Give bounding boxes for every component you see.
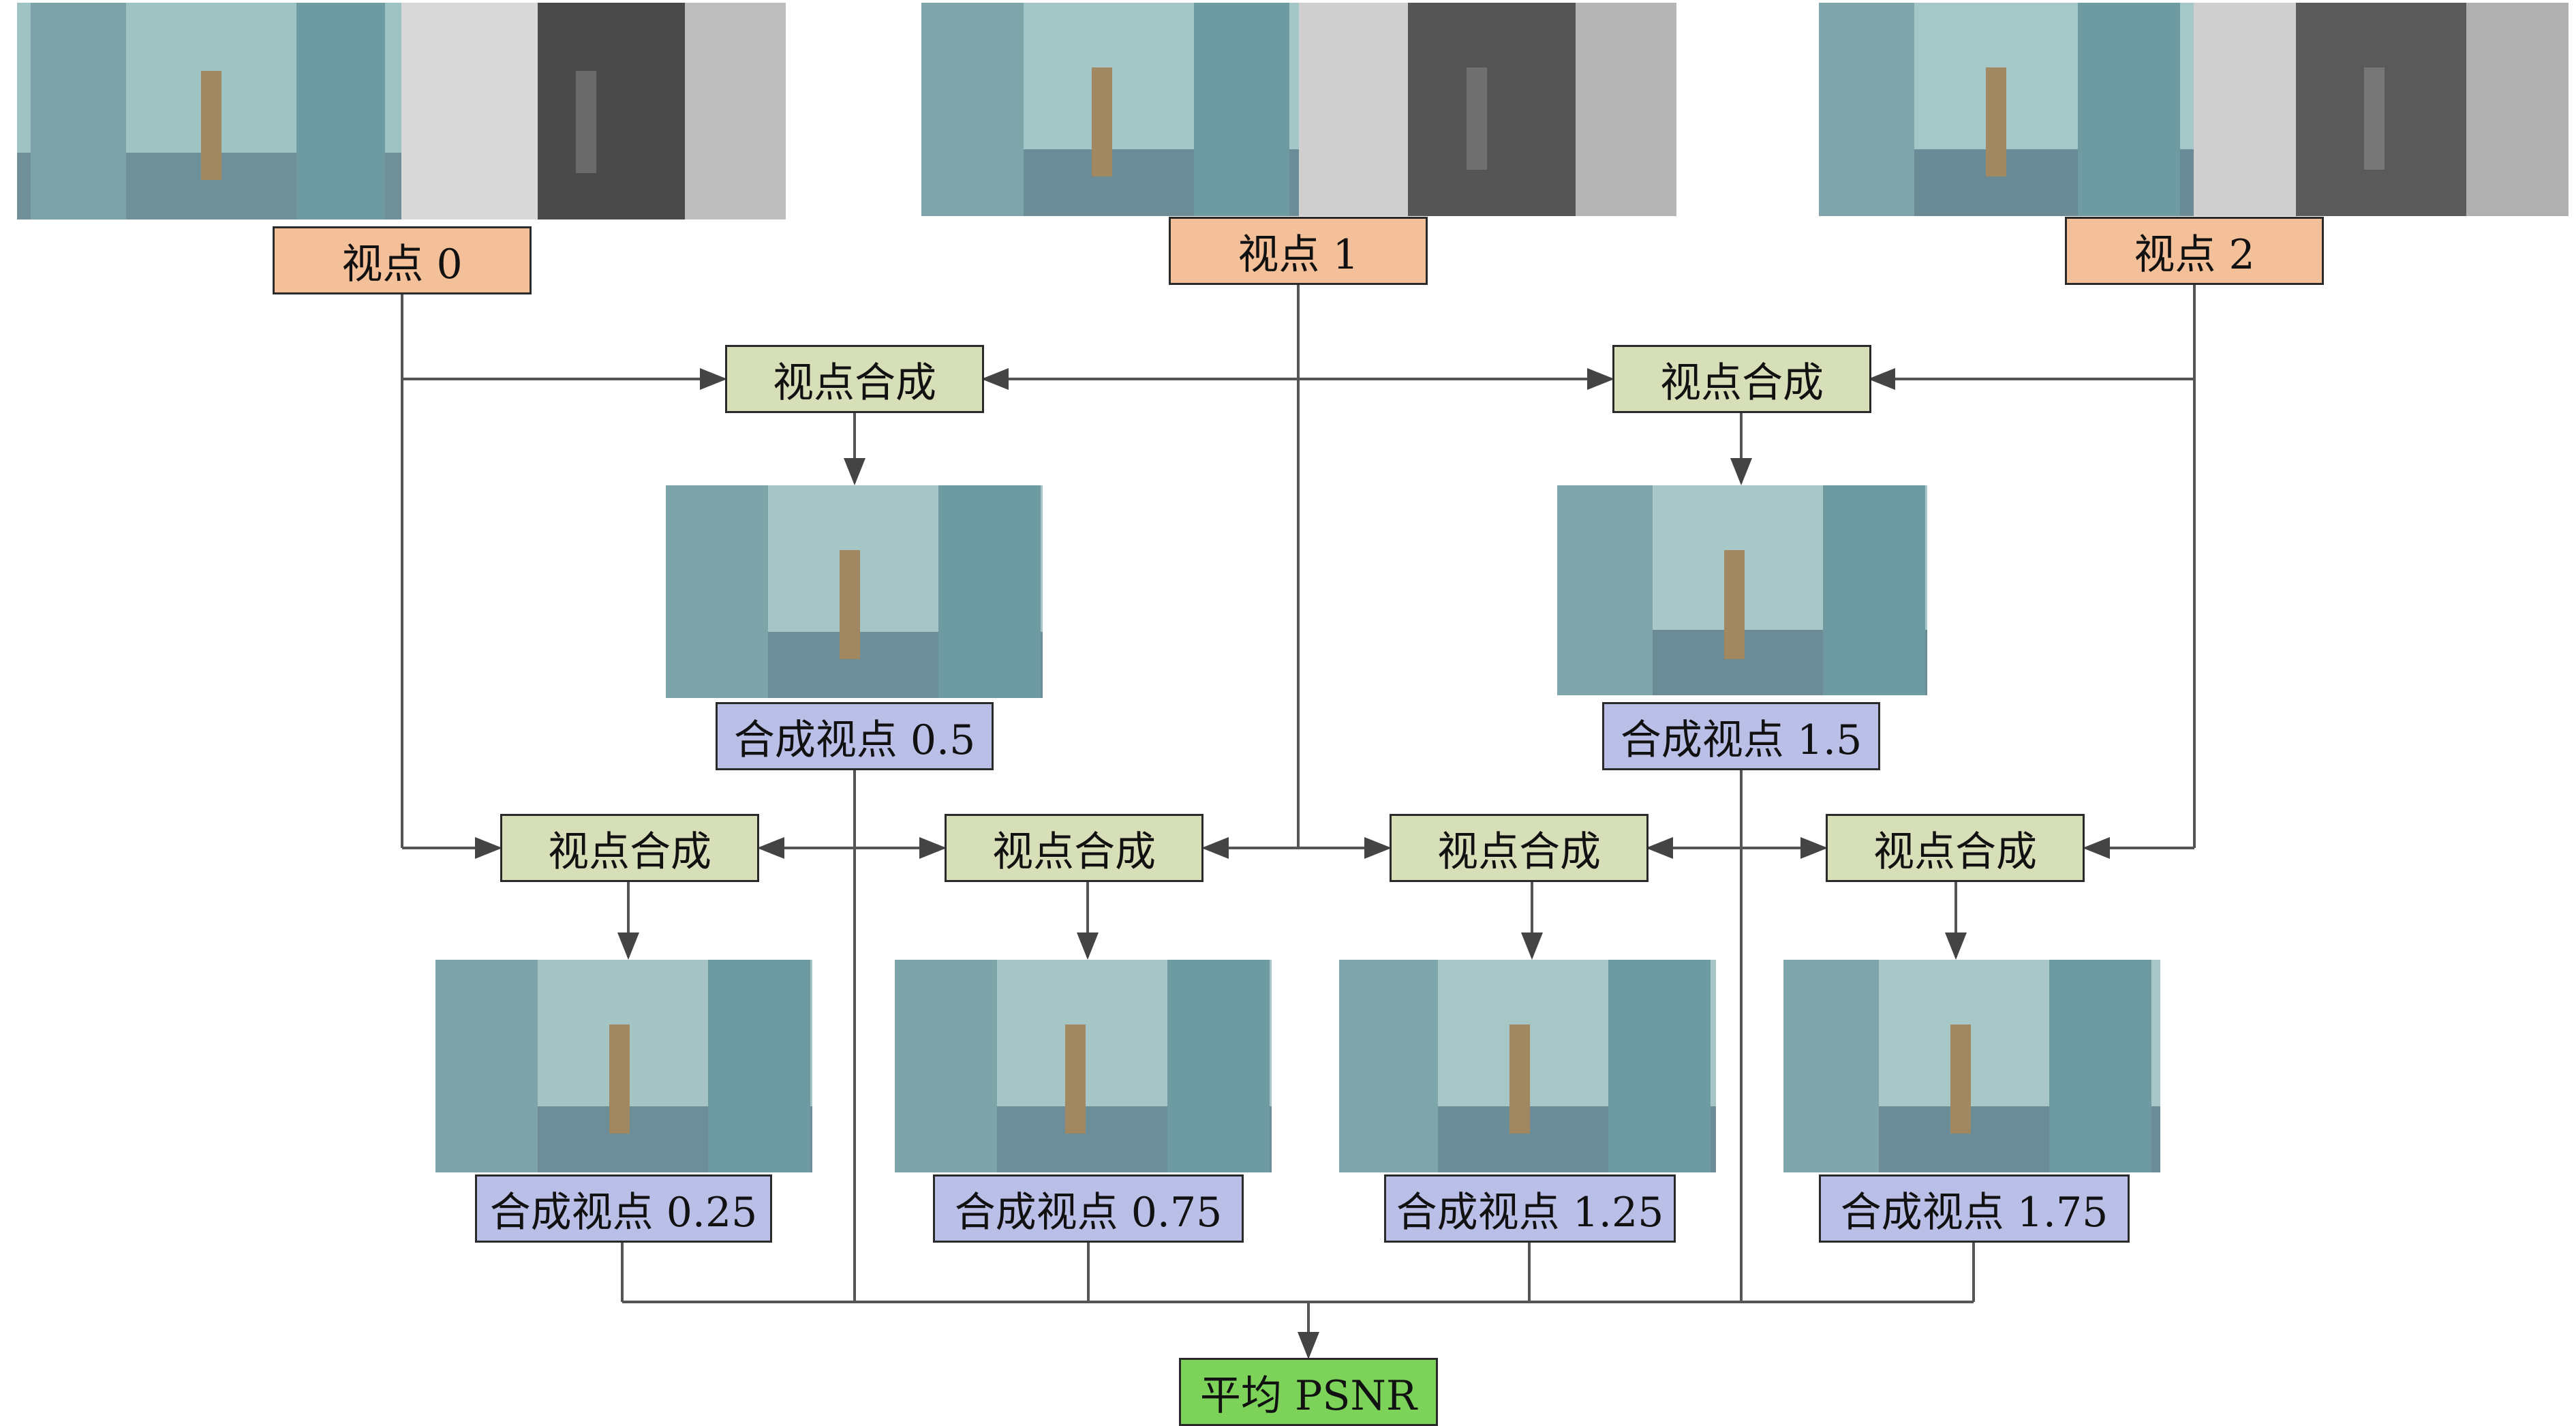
view-2-image	[1819, 3, 2569, 216]
synthesis-box-lower-1: 视点合成	[500, 814, 759, 882]
synth-view-1.5-image	[1557, 485, 1927, 695]
synth-view-1.75-image	[1783, 960, 2160, 1172]
synth-view-0.5-image	[666, 485, 1043, 698]
synth-view-0.75-label: 合成视点 0.75	[954, 1188, 1223, 1237]
synth-view-1.5-box: 合成视点 1.5	[1602, 702, 1880, 770]
synth-view-1.5-label: 合成视点 1.5	[1620, 716, 1862, 764]
synthesis-box-lower-2: 视点合成	[945, 814, 1203, 882]
synthesis-label: 视点合成	[1660, 359, 1824, 407]
synth-view-0.25-image	[435, 960, 812, 1172]
view-0-image	[17, 3, 786, 219]
synthesis-box-lower-3: 视点合成	[1390, 814, 1649, 882]
view-1-box: 视点 1	[1169, 217, 1428, 285]
synth-view-0.5-label: 合成视点 0.5	[733, 716, 976, 764]
synth-view-0.75-image	[895, 960, 1272, 1172]
average-psnr-box: 平均 PSNR	[1179, 1358, 1438, 1426]
synth-view-1.25-box: 合成视点 1.25	[1384, 1174, 1676, 1243]
synth-view-0.5-box: 合成视点 0.5	[716, 702, 994, 770]
synthesis-label: 视点合成	[992, 828, 1156, 876]
view-2-box: 视点 2	[2065, 217, 2324, 285]
synthesis-box-upper-right: 视点合成	[1612, 345, 1871, 413]
synthesis-label: 视点合成	[1437, 828, 1601, 876]
view-0-box: 视点 0	[273, 226, 532, 294]
view-0-label: 视点 0	[341, 240, 463, 288]
synthesis-label: 视点合成	[548, 828, 711, 876]
synth-view-0.25-box: 合成视点 0.25	[475, 1174, 772, 1243]
synth-view-1.75-box: 合成视点 1.75	[1819, 1174, 2130, 1243]
view-1-image	[921, 3, 1676, 216]
view-1-label: 视点 1	[1238, 230, 1359, 279]
synth-view-1.75-label: 合成视点 1.75	[1840, 1188, 2109, 1237]
synthesis-label: 视点合成	[773, 359, 936, 407]
synth-view-0.75-box: 合成视点 0.75	[933, 1174, 1244, 1243]
average-psnr-label: 平均 PSNR	[1199, 1371, 1417, 1420]
synthesis-box-upper-left: 视点合成	[725, 345, 984, 413]
view-2-label: 视点 2	[2134, 230, 2255, 279]
synth-view-0.25-label: 合成视点 0.25	[489, 1188, 758, 1237]
synthesis-box-lower-4: 视点合成	[1826, 814, 2085, 882]
synthesis-label: 视点合成	[1873, 828, 2037, 876]
synth-view-1.25-label: 合成视点 1.25	[1396, 1188, 1664, 1237]
synth-view-1.25-image	[1339, 960, 1716, 1172]
